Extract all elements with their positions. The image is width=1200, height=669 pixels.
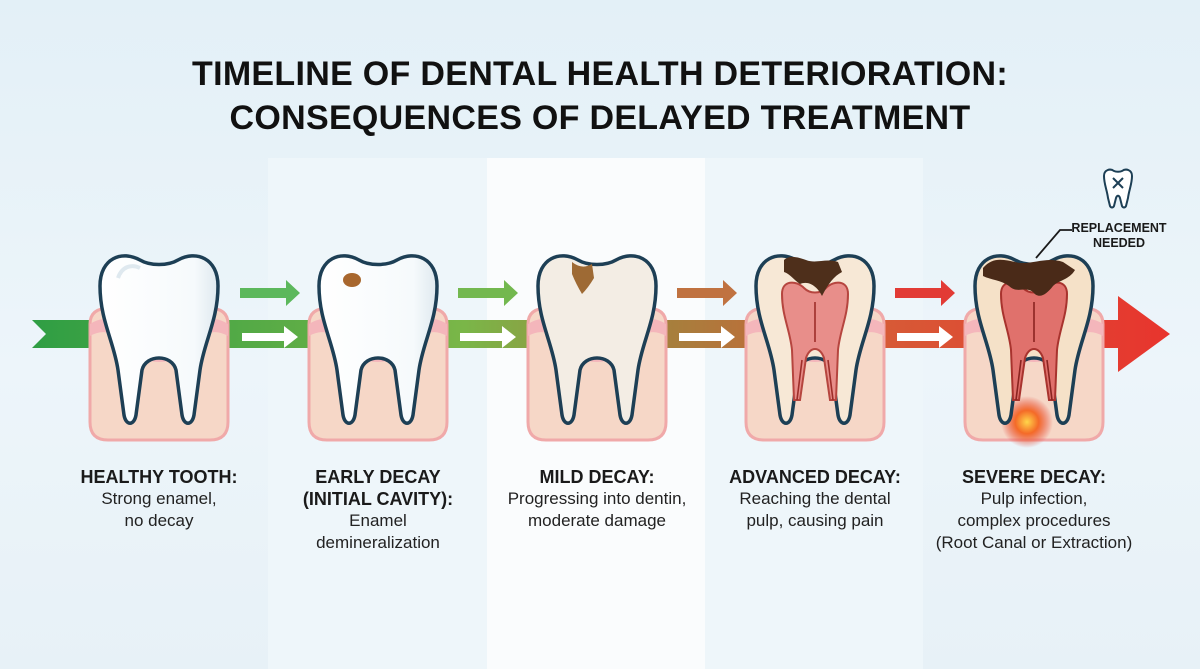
title-line-1: TIMELINE OF DENTAL HEALTH DETERIORATION: <box>192 55 1008 93</box>
tooth-early-decay-icon <box>307 254 449 442</box>
stage-caption-2: EARLY DECAY (INITIAL CAVITY): Enamel dem… <box>258 466 498 554</box>
stage-desc-line: pulp, causing pain <box>746 511 884 530</box>
tooth-mild-decay-icon <box>526 254 668 442</box>
stage-desc-line: Reaching the dental <box>739 489 891 508</box>
stage-heading: ADVANCED DECAY: <box>729 467 901 487</box>
stage-heading: SEVERE DECAY: <box>961 467 1107 487</box>
stage-caption-1: HEALTHY TOOTH: Strong enamel, no decay <box>39 466 279 532</box>
stage-caption-3: MILD DECAY: Progressing into dentin, mod… <box>477 466 717 532</box>
stage-desc-line: Pulp infection, <box>980 489 1088 508</box>
connector-arrows <box>240 280 955 348</box>
arrow-right-icon <box>460 326 516 348</box>
stage-heading: MILD DECAY: <box>539 467 655 487</box>
callout-line-2: NEEDED <box>1092 236 1146 250</box>
stage-desc-line: (Root Canal or Extraction) <box>935 533 1133 552</box>
tooth-advanced-decay-icon <box>744 254 886 442</box>
arrow-right-icon <box>240 280 300 306</box>
stage-desc-line: moderate damage <box>528 511 666 530</box>
tooth-x-icon <box>1102 168 1134 209</box>
stage-caption-4: ADVANCED DECAY: Reaching the dental pulp… <box>695 466 935 532</box>
arrow-right-icon <box>895 280 955 306</box>
callout-leader-line <box>1035 229 1072 259</box>
stage-desc-line: complex procedures <box>957 511 1111 530</box>
arrow-right-icon <box>458 280 518 306</box>
tooth-severe-decay-icon <box>963 254 1105 448</box>
callout-line-1: REPLACEMENT <box>1071 221 1167 235</box>
stage-desc-line: Enamel <box>349 511 407 530</box>
tooth-healthy-icon <box>88 254 230 442</box>
arrow-right-icon <box>242 326 298 348</box>
replacement-callout <box>1035 168 1134 259</box>
stage-desc-line: Progressing into dentin, <box>507 489 687 508</box>
arrow-right-icon <box>897 326 953 348</box>
page-title: TIMELINE OF DENTAL HEALTH DETERIORATION:… <box>0 52 1200 140</box>
title-line-2: CONSEQUENCES OF DELAYED TREATMENT <box>229 99 971 137</box>
stage-desc-line: Strong enamel, <box>101 489 217 508</box>
replacement-needed-label: REPLACEMENT NEEDED <box>1064 221 1174 251</box>
stage-desc-line: demineralization <box>316 533 440 552</box>
arrow-right-icon <box>679 326 735 348</box>
stage-desc-line: no decay <box>124 511 194 530</box>
stage-heading: EARLY DECAY (INITIAL CAVITY): <box>302 467 454 509</box>
arrow-right-icon <box>677 280 737 306</box>
stage-heading: HEALTHY TOOTH: <box>80 467 238 487</box>
stage-caption-5: SEVERE DECAY: Pulp infection, complex pr… <box>914 466 1154 554</box>
x-mark-icon <box>1112 177 1124 189</box>
